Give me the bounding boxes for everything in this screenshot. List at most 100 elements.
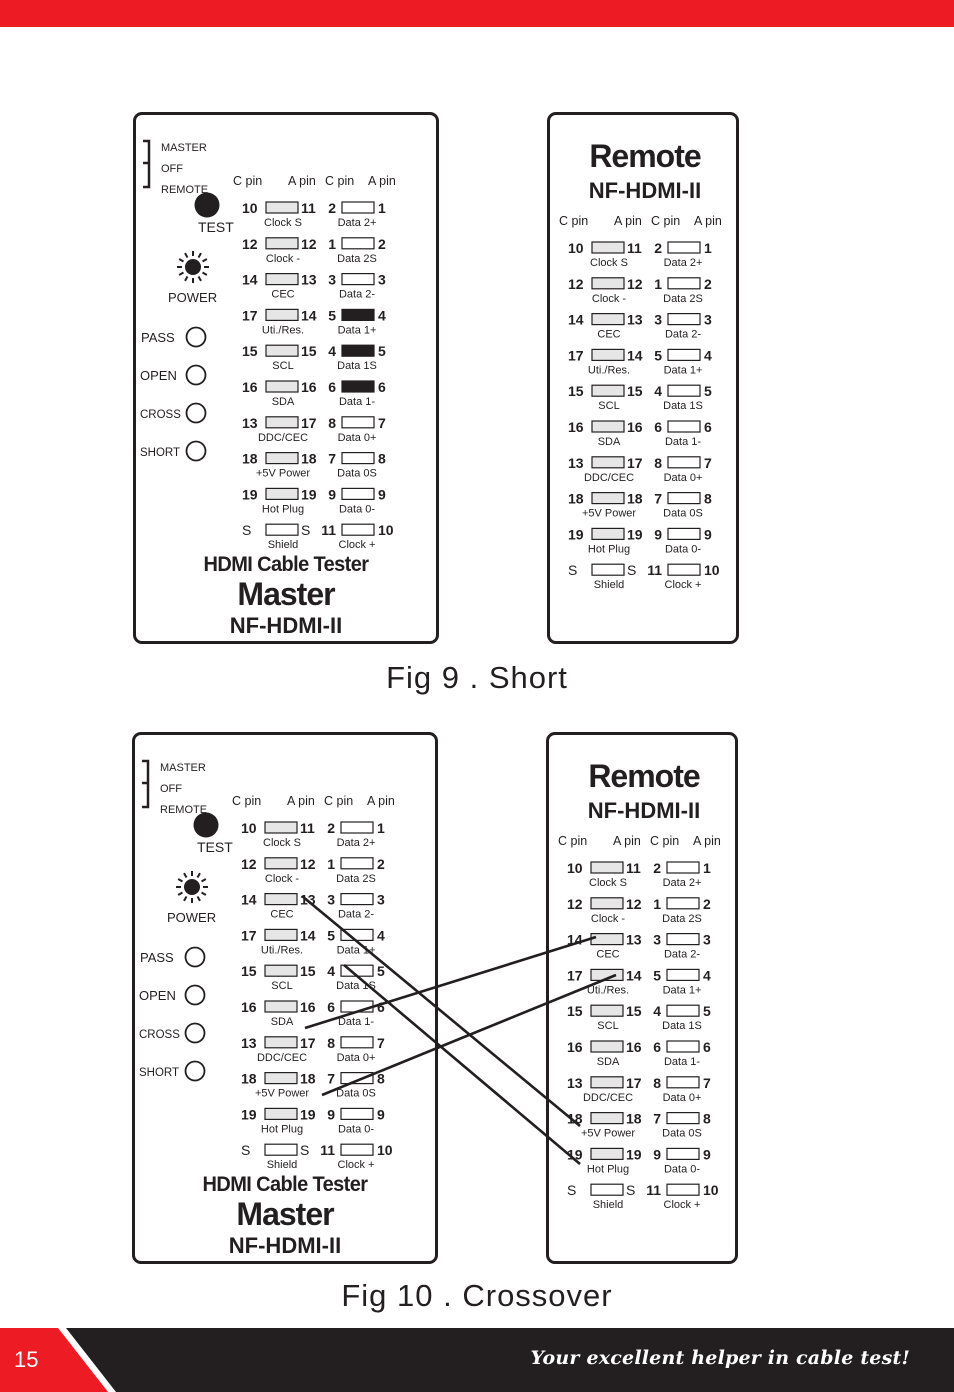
fig10-master-left-c-pin: 19 bbox=[241, 1106, 257, 1122]
fig10-remote-left-a-pin: 11 bbox=[626, 860, 641, 876]
fig9-master-left-pin-led bbox=[265, 380, 299, 393]
fig9-master-left-signal-label: Shield bbox=[268, 539, 299, 551]
fig10-master-left-a-pin: 13 bbox=[300, 892, 316, 908]
fig10-master-model: NF-HDMI-II bbox=[229, 1233, 341, 1258]
fig10-master-right-c-pin: 9 bbox=[327, 1106, 335, 1122]
fig9-master-right-signal-label: Data 2+ bbox=[338, 217, 377, 229]
fig9-remote-right-pin-led bbox=[667, 456, 701, 469]
fig9-remote-right-pin-led bbox=[667, 348, 701, 361]
fig10-remote-right-pin-led bbox=[666, 933, 700, 946]
fig10-remote-left-c-pin: 14 bbox=[567, 932, 583, 948]
fig9-master-indicator-label: OPEN bbox=[140, 368, 177, 383]
fig9-remote-right-signal-label: Data 0+ bbox=[664, 472, 703, 484]
fig9-remote-left-pin-led bbox=[591, 492, 625, 505]
fig9-remote-right-pin-led bbox=[667, 384, 701, 397]
fig10-master-right-signal-label: Data 0- bbox=[338, 1123, 374, 1135]
fig10-master-left-pin-led bbox=[264, 1000, 298, 1013]
fig9-remote-right-pin-led bbox=[667, 563, 701, 576]
fig10-remote-right-a-pin: 9 bbox=[703, 1146, 711, 1162]
fig10-remote-right-a-pin: 8 bbox=[703, 1111, 711, 1127]
fig10-remote-left-pin-led bbox=[590, 1076, 624, 1089]
fig10-remote-right-signal-label: Data 2S bbox=[662, 913, 702, 925]
fig9-remote-left-signal-label: Clock - bbox=[592, 293, 627, 305]
fig9-remote-right-a-pin: 7 bbox=[704, 455, 712, 471]
fig10-master-svg: MASTEROFFREMOTETESTPOWERPASSOPENCROSSSHO… bbox=[139, 759, 395, 1258]
fig10-master-right-signal-label: Data 2+ bbox=[337, 837, 376, 849]
fig10-remote-left-signal-label: Clock S bbox=[589, 877, 627, 889]
fig9-remote-right-a-pin: 8 bbox=[704, 491, 712, 507]
fig9-master-left-signal-label: DDC/CEC bbox=[258, 432, 308, 444]
fig10-remote-right-c-pin: 5 bbox=[653, 967, 661, 983]
fig10-master-right-a-pin: 3 bbox=[377, 892, 385, 908]
fig9-master-right-c-pin: 4 bbox=[328, 343, 336, 359]
fig9-master-right-c-pin: 1 bbox=[328, 236, 336, 252]
fig9-remote-pin-header-0: C pin bbox=[559, 214, 588, 228]
fig10-master-right-pin-led bbox=[340, 1036, 374, 1049]
fig9-remote-right-pin-led bbox=[667, 313, 701, 326]
top-accent-bar bbox=[0, 0, 954, 27]
fig10-master-left-pin-led bbox=[264, 821, 298, 834]
fig10-remote-left-signal-label: DDC/CEC bbox=[583, 1092, 633, 1104]
fig10-master-left-c-pin: 15 bbox=[241, 963, 257, 979]
fig10-master-right-a-pin: 4 bbox=[377, 927, 385, 943]
fig9-remote-right-a-pin: 3 bbox=[704, 312, 712, 328]
fig9-master-right-pin-led bbox=[341, 416, 375, 429]
fig10-remote-right-a-pin: 5 bbox=[703, 1003, 711, 1019]
fig9-remote-left-c-pin: 18 bbox=[568, 491, 584, 507]
fig9-master-indicator-label: CROSS bbox=[140, 409, 181, 421]
fig10-remote-pin-header-2: C pin bbox=[650, 834, 679, 848]
fig10-remote-right-pin-led bbox=[666, 897, 700, 910]
fig9-master-left-signal-label: CEC bbox=[271, 289, 294, 301]
fig10-master-right-signal-label: Data 0S bbox=[336, 1088, 376, 1100]
fig10-remote-right-a-pin: 3 bbox=[703, 932, 711, 948]
fig9-master-left-c-pin: 18 bbox=[242, 451, 258, 467]
fig9-remote-left-c-pin: 14 bbox=[568, 312, 584, 328]
fig10-master-left-signal-label: Hot Plug bbox=[261, 1123, 303, 1135]
fig9-master-left-signal-label: SCL bbox=[272, 360, 293, 372]
fig10-master-left-a-pin: 15 bbox=[300, 963, 316, 979]
fig9-remote-left-c-pin: S bbox=[568, 562, 577, 578]
fig9-master-left-signal-label: Uti./Res. bbox=[262, 324, 304, 336]
fig9-master-left-c-pin: 12 bbox=[242, 236, 258, 252]
fig9-remote-left-signal-label: Uti./Res. bbox=[588, 364, 630, 376]
fig9-master-left-pin-led bbox=[265, 416, 299, 429]
fig10-master-left-pin-led bbox=[264, 893, 298, 906]
fig10-remote-left-signal-label: Uti./Res. bbox=[587, 984, 629, 996]
fig9-master-left-a-pin: 12 bbox=[301, 236, 317, 252]
fig10-master-left-c-pin: S bbox=[241, 1142, 250, 1158]
fig9-remote-pin-header-3: A pin bbox=[694, 214, 722, 228]
fig9-master-power-label: POWER bbox=[168, 290, 217, 305]
fig10-master-left-c-pin: 12 bbox=[241, 856, 257, 872]
footer-bar bbox=[0, 1328, 954, 1392]
fig9-remote-right-pin-led bbox=[667, 277, 701, 290]
fig10-remote-right-c-pin: 1 bbox=[653, 896, 661, 912]
fig9-remote-right-c-pin: 6 bbox=[654, 419, 662, 435]
fig9-master-right-signal-label: Data 1S bbox=[337, 360, 377, 372]
fig9-remote-left-a-pin: 17 bbox=[627, 455, 643, 471]
fig10-master-left-c-pin: 13 bbox=[241, 1035, 257, 1051]
fig9-master-right-c-pin: 8 bbox=[328, 415, 336, 431]
fig9-remote-left-signal-label: CEC bbox=[597, 329, 620, 341]
fig9-remote-left-pin-led bbox=[591, 527, 625, 540]
fig9-master-right-a-pin: 5 bbox=[378, 343, 386, 359]
fig10-remote-right-pin-led bbox=[666, 1183, 700, 1196]
fig10-master-right-a-pin: 2 bbox=[377, 856, 385, 872]
fig9-master-right-a-pin: 4 bbox=[378, 307, 386, 323]
fig10-remote-right-c-pin: 7 bbox=[653, 1111, 661, 1127]
fig9-master-right-pin-led bbox=[341, 452, 375, 465]
fig10-remote-left-a-pin: 18 bbox=[626, 1111, 642, 1127]
fig9-remote-right-c-pin: 11 bbox=[647, 562, 662, 578]
fig10-master-indicator-led bbox=[184, 984, 206, 1006]
fig9-master-left-c-pin: S bbox=[242, 522, 251, 538]
fig10-master-right-c-pin: 1 bbox=[327, 856, 335, 872]
fig9-remote-right-a-pin: 5 bbox=[704, 383, 712, 399]
fig10-remote-right-a-pin: 6 bbox=[703, 1039, 711, 1055]
fig9-master-right-signal-label: Data 0+ bbox=[338, 432, 377, 444]
fig9-remote-left-signal-label: DDC/CEC bbox=[584, 472, 634, 484]
fig9-master-switch-label: REMOTE bbox=[161, 184, 208, 196]
fig10-master-left-signal-label: DDC/CEC bbox=[257, 1052, 307, 1064]
fig10-remote-left-c-pin: 16 bbox=[567, 1039, 583, 1055]
